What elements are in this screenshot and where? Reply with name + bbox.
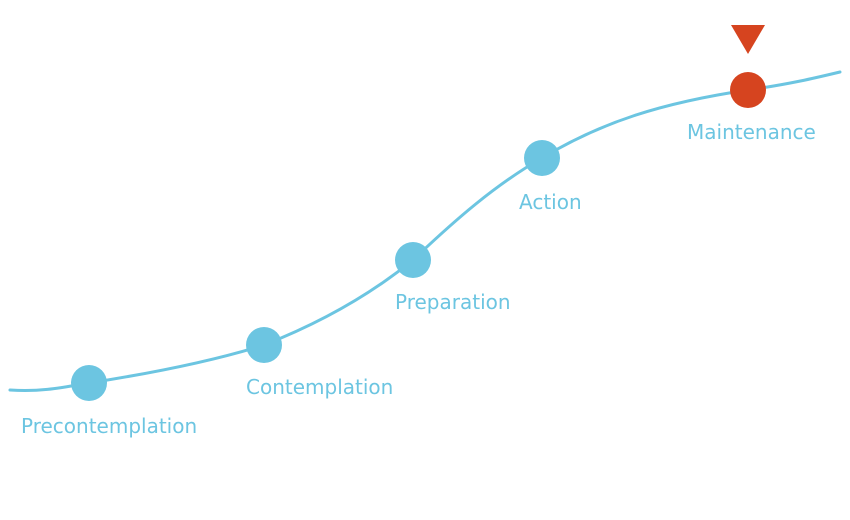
stage-labels: Precontemplation Contemplation Preparation… [21,120,816,438]
stage-label-precontemplation: Precontemplation [21,414,197,438]
stage-label-preparation: Preparation [395,290,511,314]
stage-node-contemplation [246,327,282,363]
stage-label-maintenance: Maintenance [687,120,816,144]
triangle-down-marker-icon [731,25,765,54]
stage-node-preparation [395,242,431,278]
stage-label-contemplation: Contemplation [246,375,393,399]
stage-node-action [524,140,560,176]
stage-label-action: Action [519,190,582,214]
stage-nodes [71,72,766,401]
stage-node-precontemplation [71,365,107,401]
stage-node-maintenance [730,72,766,108]
